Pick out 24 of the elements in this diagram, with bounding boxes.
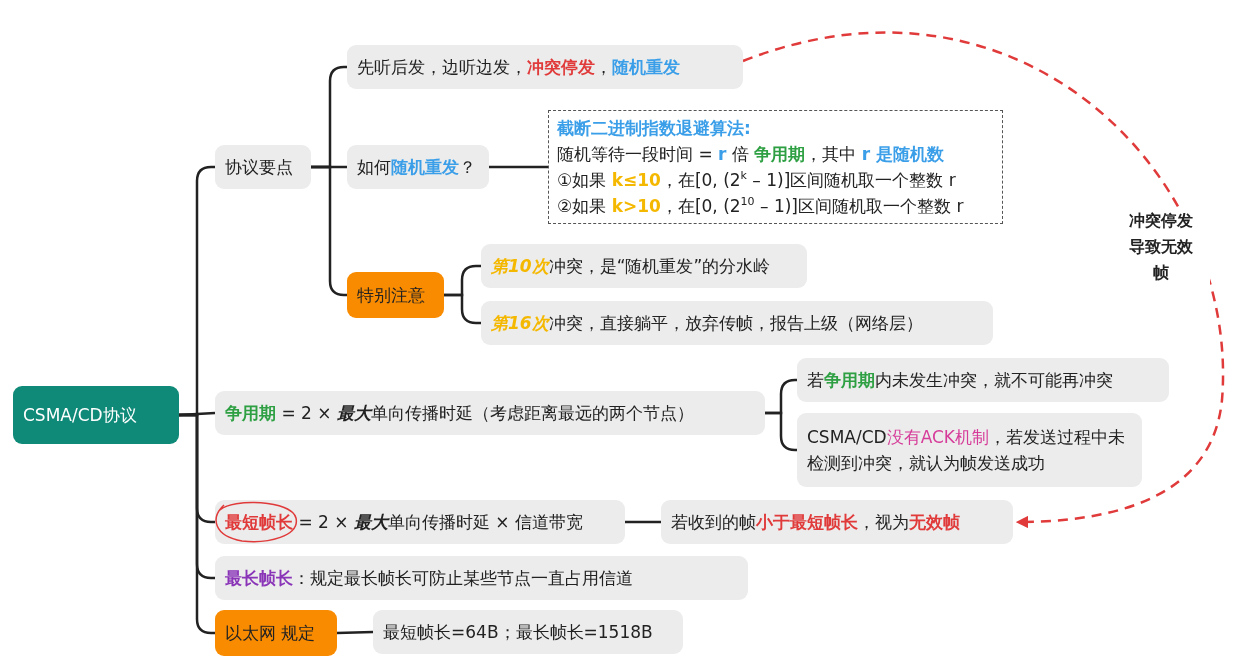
dashed-arrow [742, 31, 1224, 528]
note-text: ①如果 k≤10，在[0, (2$^{k}$ – 1)]区间随机取一个整数 r [557, 168, 957, 192]
note-text: ②如果 k>10，在[0, (2$^{10}$ – 1)]区间随机取一个整数 r [557, 194, 965, 218]
topic-box: 如何随机重发？ [347, 145, 489, 189]
topic-box: 最长帧长：规定最长帧长可防止某些节点一直占用信道 [215, 556, 748, 600]
topic-box: CSMA/CD没有ACK机制，若发送过程中未检测到冲突，就认为帧发送成功 [797, 413, 1142, 487]
connector-line [489, 165, 548, 169]
topic-box: 争用期 = 2 × 最大单向传播时延（考虑距离最远的两个节点） [215, 391, 765, 435]
note-box [548, 110, 1003, 224]
topic-box: 最短帧长=64B；最长帧长=1518B [373, 610, 683, 654]
topic-box: 若收到的帧小于最短帧长，视为无效帧 [661, 500, 1013, 544]
topic-box: 最短帧长 = 2 × 最大单向传播时延 × 信道带宽 [215, 500, 625, 544]
connector-line [336, 630, 374, 635]
note-text: 随机等待一段时间 = r 倍 争用期，其中 r 是随机数 [557, 143, 945, 166]
topic-box: 协议要点 [215, 145, 311, 189]
topic-box: 第10次冲突，是“随机重发”的分水岭 [481, 244, 807, 288]
note-text: 截断二进制指数退避算法: [557, 117, 752, 140]
connector-line [625, 520, 661, 524]
topic-box: 特别注意 [347, 272, 444, 318]
topic-box: 若争用期内未发生冲突，就不可能再冲突 [797, 358, 1169, 402]
topic-box: 以太网 规定 [215, 610, 337, 656]
topic-box: 第16次冲突，直接躺平，放弃传帧，报告上级（网络层） [481, 301, 993, 345]
topic-box: 先听后发，边听边发，冲突停发，随机重发 [347, 45, 743, 89]
root-node: CSMA/CD协议 [13, 386, 179, 444]
